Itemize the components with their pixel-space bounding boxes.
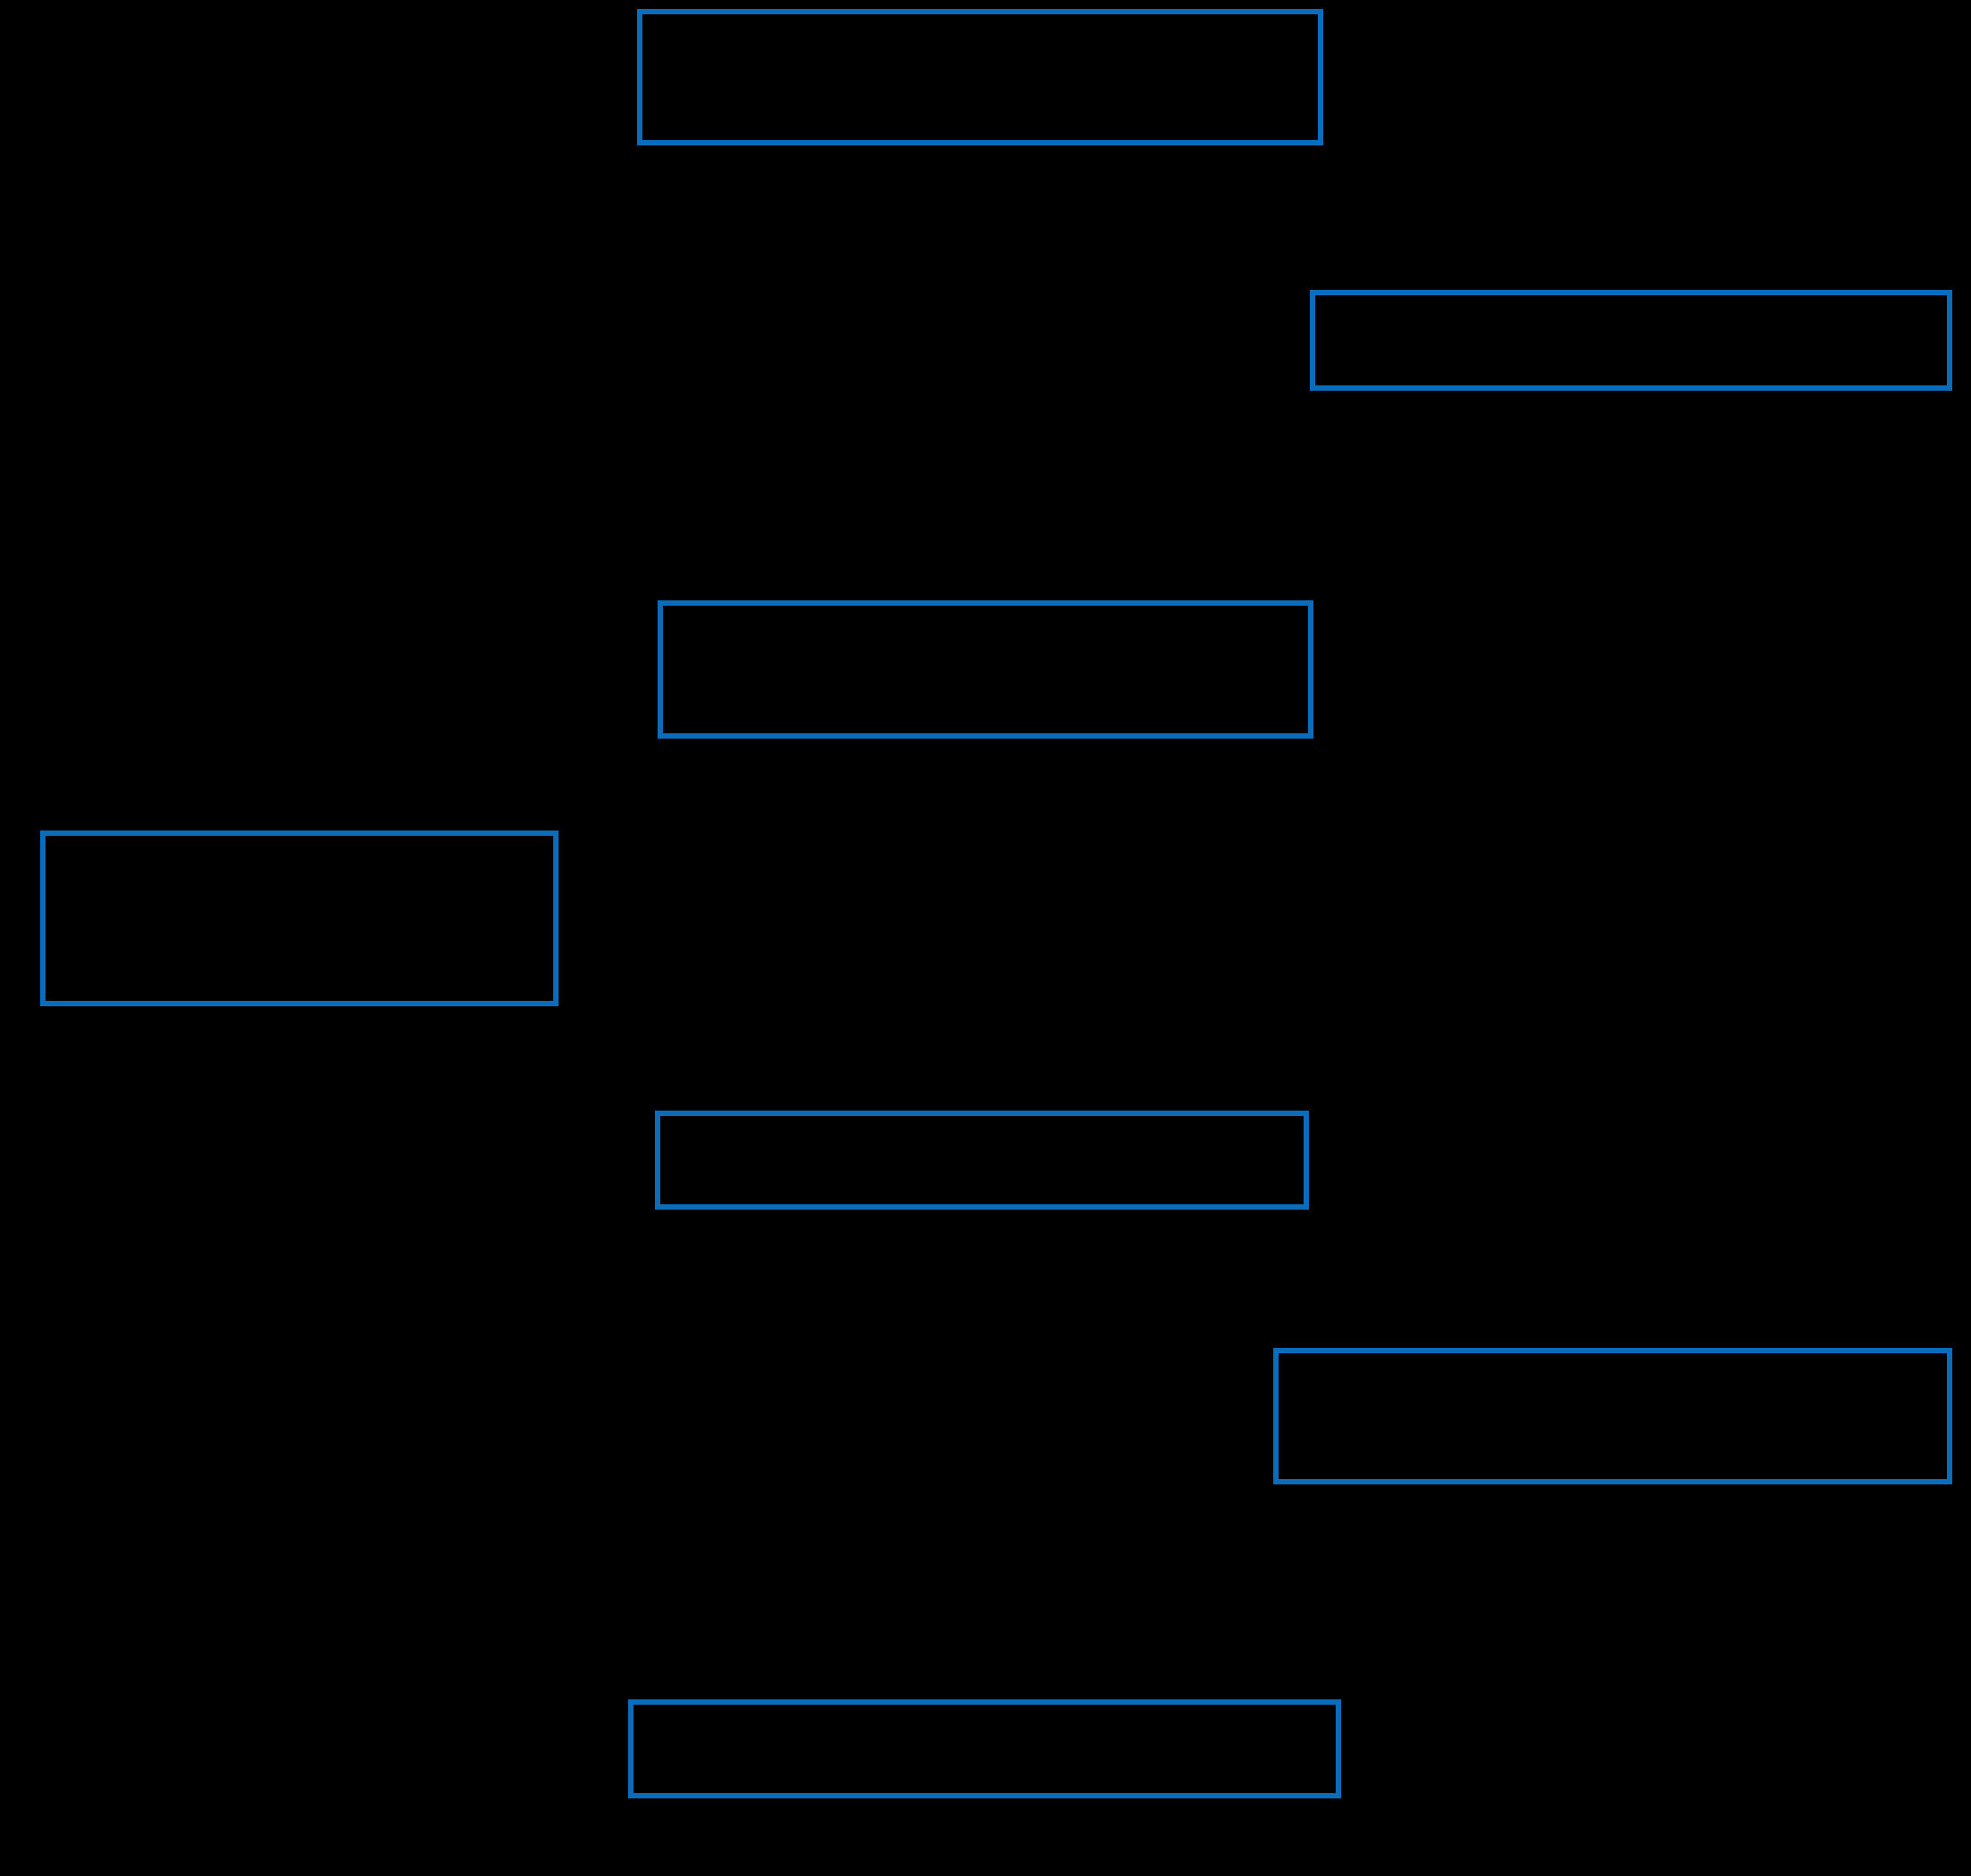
region-box-2[interactable] — [1310, 290, 1952, 391]
region-box-3[interactable] — [658, 600, 1313, 739]
region-box-1[interactable] — [637, 9, 1323, 145]
region-box-5[interactable] — [655, 1111, 1309, 1210]
region-box-6[interactable] — [1273, 1348, 1952, 1484]
region-box-4[interactable] — [40, 831, 559, 1006]
region-box-7[interactable] — [628, 1699, 1341, 1798]
